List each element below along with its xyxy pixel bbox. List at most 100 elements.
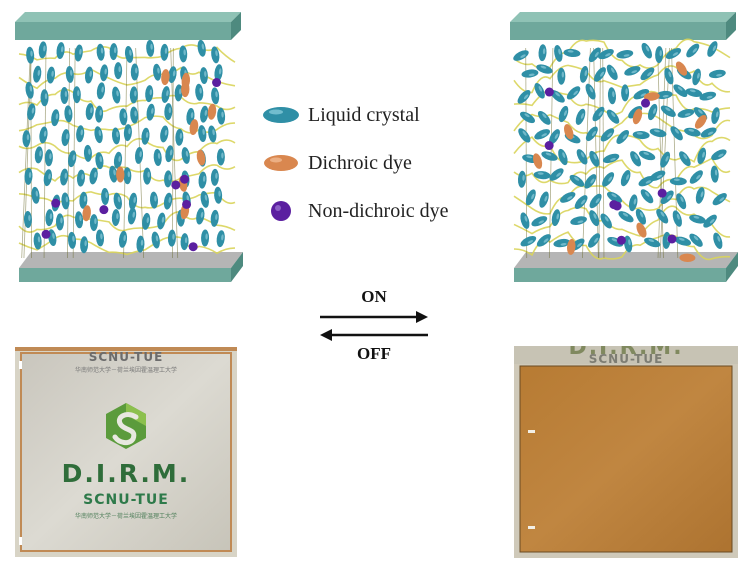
top-glass-plate [15, 12, 241, 40]
liquid-crystal-molecule [673, 84, 688, 98]
polymer-strand [657, 47, 667, 259]
liquid-crystal-molecule [23, 210, 32, 228]
molecule-highlight [118, 66, 121, 73]
molecule-highlight [123, 235, 126, 242]
liquid-crystal-molecule [76, 169, 86, 187]
liquid-crystal-molecule [589, 193, 602, 209]
liquid-crystal-molecule [164, 170, 173, 188]
legend-item-dichroic-dye: Dichroic dye [262, 148, 412, 178]
liquid-crystal-molecule [655, 46, 664, 64]
molecule-highlight [202, 175, 206, 182]
liquid-crystal-molecule [112, 86, 121, 104]
molecule-highlight [49, 213, 53, 220]
molecule-highlight [693, 215, 700, 219]
molecule-highlight [28, 171, 32, 178]
liquid-crystal-molecule [640, 189, 654, 204]
liquid-crystal-molecule [677, 109, 695, 118]
liquid-crystal-molecule [76, 125, 85, 143]
molecule-highlight [577, 242, 582, 248]
molecule-highlight [37, 69, 41, 76]
liquid-crystal-molecule [534, 129, 551, 140]
molecule-highlight [717, 236, 721, 242]
liquid-crystal-molecule [594, 67, 606, 82]
molecule-highlight [185, 150, 189, 157]
molecule-highlight [591, 130, 596, 137]
liquid-crystal-molecule [113, 192, 122, 210]
on-label: ON [361, 287, 387, 306]
polymer-strand [67, 47, 71, 259]
molecule-highlight [545, 152, 552, 156]
liquid-crystal-molecule [27, 103, 36, 121]
liquid-crystal-molecule [665, 48, 682, 59]
liquid-crystal-molecule [703, 214, 717, 228]
dichroic-dye-molecule [532, 153, 543, 169]
molecule-highlight [215, 91, 218, 98]
liquid-crystal-molecule [208, 125, 217, 143]
molecule-highlight [134, 110, 137, 117]
liquid-crystal-molecule [216, 148, 225, 166]
molecule-highlight [98, 130, 102, 136]
molecule-highlight [221, 111, 224, 118]
liquid-crystal-molecule [45, 209, 54, 227]
liquid-crystal-molecule [149, 191, 159, 209]
molecule-highlight [610, 67, 615, 73]
photo-background [514, 346, 738, 558]
molecule-highlight [48, 173, 51, 180]
liquid-crystal-molecule [197, 39, 206, 57]
non-dichroic-dye-molecule [641, 98, 651, 108]
molecule-highlight [680, 196, 684, 203]
liquid-crystal-molecule [689, 214, 706, 224]
molecule-highlight [184, 237, 188, 244]
liquid-crystal-molecule [600, 128, 615, 142]
liquid-crystal-molecule [649, 170, 666, 182]
molecule-highlight [706, 95, 713, 99]
liquid-crystal-molecule [566, 86, 581, 100]
molecule-highlight [83, 195, 87, 202]
liquid-crystal-molecule [641, 42, 652, 59]
liquid-crystal-molecule [536, 64, 553, 74]
liquid-crystal-molecule [537, 110, 551, 125]
liquid-crystal-molecule [84, 66, 94, 84]
molecule-highlight [574, 176, 580, 181]
liquid-crystal-molecule [75, 211, 84, 229]
molecule-highlight [684, 113, 691, 116]
dichroic-dye-molecule [694, 115, 707, 129]
polymer-strand [602, 47, 605, 259]
cell-off-state-schematic [15, 12, 243, 282]
device-photo-transparent: SCNU-TUE 华南师范大学－荷兰埃因霍温理工大学 D.I.R.M. SCNU… [15, 347, 237, 557]
molecule-highlight [523, 94, 529, 100]
dichroic-dye-molecule [181, 72, 191, 89]
liquid-crystal-molecule [551, 209, 561, 227]
molecule-highlight [183, 49, 186, 56]
liquid-crystal-molecule [161, 86, 170, 103]
liquid-crystal-molecule [710, 165, 719, 183]
liquid-crystal-molecule [679, 151, 691, 167]
liquid-crystal-molecule [713, 232, 723, 249]
molecule-highlight [147, 171, 150, 178]
liquid-crystal-molecule [579, 65, 589, 83]
molecule-highlight [168, 107, 172, 114]
liquid-crystal-molecule [640, 67, 655, 81]
non-dichroic-dye-molecule [188, 242, 198, 252]
liquid-crystal-molecule [635, 208, 647, 225]
liquid-crystal-molecule [211, 46, 220, 64]
liquid-crystal-molecule [616, 129, 630, 144]
molecule-highlight [157, 67, 160, 74]
liquid-crystal-molecule [585, 83, 596, 100]
molecule-highlight [537, 172, 544, 175]
molecule-highlight [68, 109, 72, 116]
molecule-highlight [218, 190, 221, 197]
liquid-crystal-molecule [531, 216, 548, 227]
liquid-crystal-molecule [584, 174, 597, 189]
liquid-crystal-molecule [160, 43, 169, 61]
legend-label-non-dichroic-dye: Non-dichroic dye [308, 199, 449, 222]
liquid-crystal-molecule [44, 149, 53, 167]
liquid-crystal-molecule [538, 44, 547, 62]
liquid-crystal-molecule [109, 165, 118, 183]
liquid-crystal-molecule [569, 174, 585, 187]
liquid-crystal-molecule [520, 111, 535, 124]
molecule-highlight [94, 171, 97, 178]
liquid-crystal-molecule [60, 87, 69, 105]
liquid-crystal-molecule [607, 87, 617, 105]
molecule-highlight [672, 52, 679, 56]
